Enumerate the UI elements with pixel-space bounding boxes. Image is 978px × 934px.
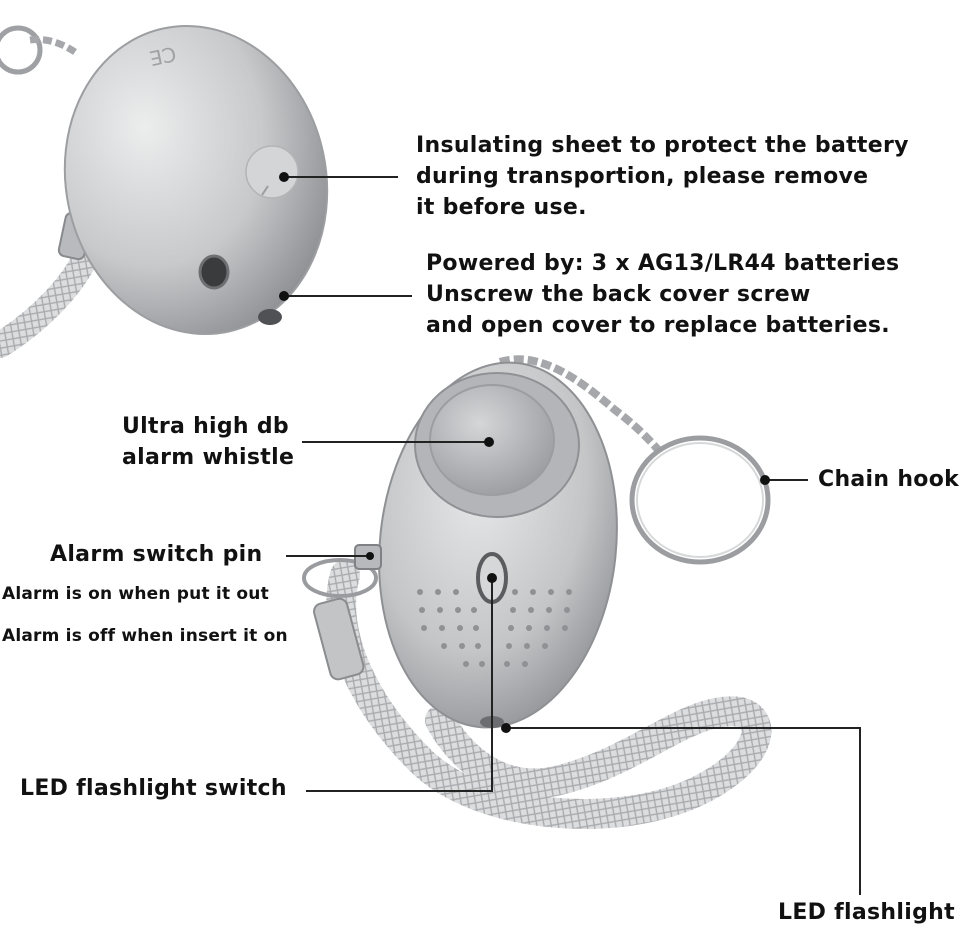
alarm-pin-off-note: Alarm is off when insert it on xyxy=(2,626,288,646)
callout-line: Insulating sheet to protect the battery xyxy=(416,133,909,158)
whistle-callout: Ultra high db alarm whistle xyxy=(122,411,294,473)
chain-hook-label: Chain hook xyxy=(818,467,960,492)
callout-line: Ultra high db xyxy=(122,414,289,439)
leader-lines xyxy=(284,176,861,895)
back-view-body-icon xyxy=(63,24,329,336)
callout-line: alarm whistle xyxy=(122,445,295,470)
chain-hook-icon xyxy=(498,355,771,565)
led-flashlight-label: LED flashlight xyxy=(778,900,955,925)
callout-line: Powered by: 3 x AG13/LR44 batteries xyxy=(426,251,900,276)
leader-dots xyxy=(279,172,770,733)
ce-mark-icon: CE xyxy=(147,42,178,71)
insulating-sheet-icon xyxy=(245,145,299,199)
back-led-icon xyxy=(258,309,282,325)
back-screw-hole-icon xyxy=(198,254,230,290)
insulating-sheet-callout: Insulating sheet to protect the battery … xyxy=(416,130,909,223)
callout-line: and open cover to replace batteries. xyxy=(426,313,890,338)
callout-line: during transportion, please remove xyxy=(416,164,869,189)
speaker-holes-icon xyxy=(417,589,572,667)
alarm-pin-label: Alarm switch pin xyxy=(50,542,263,567)
strap-icon xyxy=(302,558,772,829)
leader-led-switch xyxy=(306,578,493,792)
alarm-pin-on-note: Alarm is on when put it out xyxy=(2,584,269,604)
leader-led-flashlight xyxy=(506,727,861,895)
callout-line: Unscrew the back cover screw xyxy=(426,282,811,307)
batteries-callout: Powered by: 3 x AG13/LR44 batteries Unsc… xyxy=(426,248,899,341)
led-switch-label: LED flashlight switch xyxy=(20,776,287,801)
callout-line: it before use. xyxy=(416,195,587,220)
